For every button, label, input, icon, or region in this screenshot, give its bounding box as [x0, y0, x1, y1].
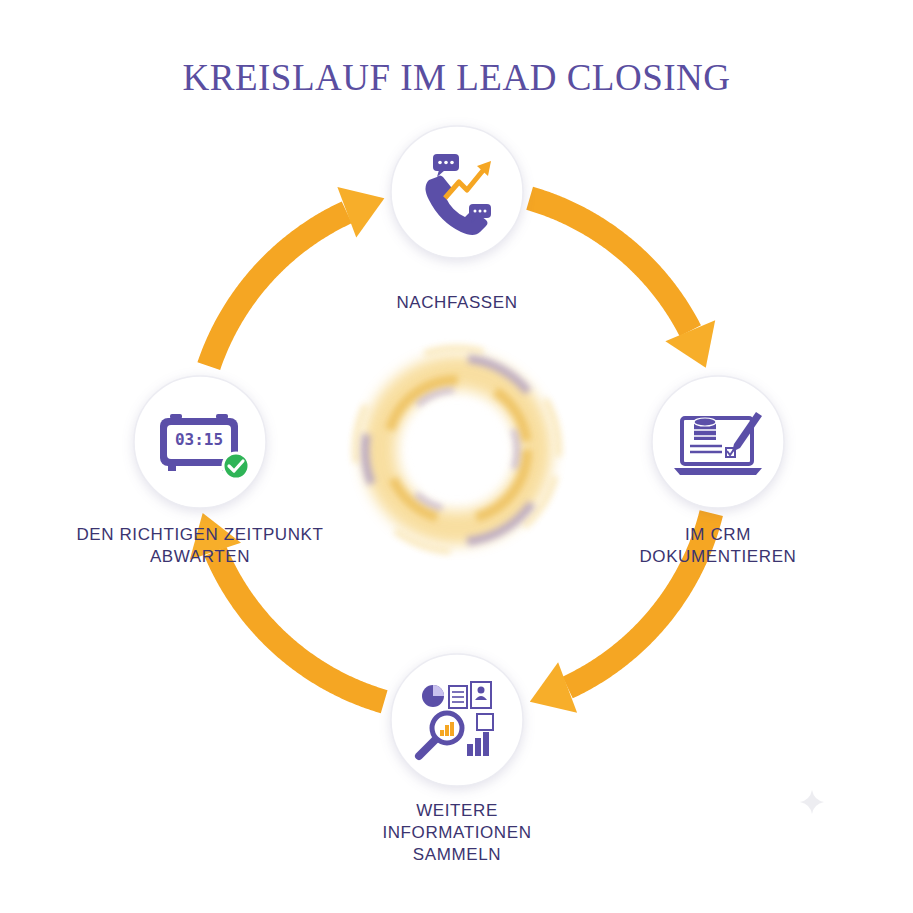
- graphic-part: [134, 376, 266, 508]
- graphic-part: [216, 414, 228, 419]
- graphic-part: [379, 372, 535, 528]
- graphic-part: [732, 412, 762, 452]
- graphic-part: [327, 320, 586, 579]
- arrow-head: [665, 320, 715, 367]
- step-icon: [426, 154, 492, 235]
- graphic-part: [475, 696, 487, 700]
- graphic-part: [690, 451, 722, 454]
- graphic-part: [391, 654, 523, 786]
- cycle-arrow: [530, 513, 711, 713]
- graphic-part: [332, 325, 582, 575]
- graphic-part: [168, 466, 176, 471]
- step-node: DEN RICHTIGEN ZEITPUNKT ABWARTEN: [75, 374, 325, 568]
- graphic-part: [478, 687, 485, 694]
- step-circle: [389, 124, 525, 260]
- graphic-part: [440, 730, 444, 736]
- graphic-part: [469, 204, 491, 218]
- clock-digits: 03:15: [175, 432, 223, 448]
- graphic-part: [452, 701, 464, 703]
- sparkle-mark: [800, 790, 824, 814]
- arrow-head: [530, 662, 577, 713]
- graphic-part: [450, 722, 454, 736]
- graphic-part: [475, 738, 481, 756]
- arrow-shaft: [530, 198, 691, 330]
- graphic-part: [433, 154, 459, 171]
- step-node: NACHFASSEN: [347, 124, 567, 314]
- step-label: IM CRM DOKUMENTIEREN: [628, 524, 808, 568]
- graphic-part: [387, 380, 527, 520]
- graphic-part: [674, 468, 762, 475]
- graphic-part: [694, 435, 716, 437]
- step-circle: [650, 374, 786, 510]
- graphic-part: [229, 461, 243, 471]
- swirl-ring: [327, 320, 586, 579]
- graphic-part: [483, 732, 489, 756]
- graphic-part: [407, 400, 507, 500]
- graphic-part: [484, 210, 487, 213]
- graphic-part: [694, 418, 716, 426]
- step-label: NACHFASSEN: [352, 292, 562, 314]
- graphic-part: [694, 429, 716, 431]
- arrow-shaft: [209, 212, 347, 366]
- cycle-arrow: [209, 187, 385, 366]
- graphic-part: [380, 373, 534, 527]
- graphic-part: [445, 725, 449, 736]
- graphic-part: [690, 445, 722, 448]
- graphic-part: [477, 714, 493, 730]
- graphic-part: [452, 696, 464, 698]
- graphic-part: [467, 744, 473, 756]
- graphic-part: [449, 686, 467, 708]
- graphic-part: [438, 161, 442, 165]
- graphic-part: [445, 168, 485, 198]
- arrow-shaft: [215, 551, 384, 701]
- graphic-part: [444, 161, 448, 165]
- graphic-part: [391, 126, 523, 258]
- step-circle: [389, 652, 525, 788]
- step-label: DEN RICHTIGEN ZEITPUNKT ABWARTEN: [75, 524, 325, 568]
- graphic-part: [652, 376, 784, 508]
- step-label: WEITERE INFORMATIONEN SAMMELN: [372, 800, 542, 866]
- graphic-part: [450, 161, 454, 165]
- graphic-part: [433, 685, 444, 696]
- graphic-part: [479, 210, 482, 213]
- arrow-head: [337, 187, 384, 238]
- step-icon: [674, 412, 762, 475]
- graphic-part: [432, 713, 462, 743]
- graphic-part: [474, 210, 477, 213]
- graphic-part: [419, 740, 435, 756]
- graphic-part: [452, 691, 464, 693]
- graphic-part: [170, 414, 182, 419]
- graphic-part: [422, 685, 444, 707]
- cycle-arrow: [530, 198, 716, 367]
- graphic-part: [167, 425, 231, 459]
- graphic-part: [437, 170, 445, 177]
- diagram-title: KREISLAUF IM LEAD CLOSING: [0, 56, 913, 99]
- graphic-part: [471, 217, 478, 223]
- step-node: IM CRM DOKUMENTIEREN: [618, 374, 818, 568]
- graphic-part: [477, 161, 491, 176]
- graphic-part: [471, 682, 491, 708]
- step-icon: [419, 682, 493, 756]
- step-node: WEITERE INFORMATIONEN SAMMELN: [362, 652, 552, 866]
- graphic-part: [223, 453, 249, 479]
- step-icon: [160, 414, 249, 479]
